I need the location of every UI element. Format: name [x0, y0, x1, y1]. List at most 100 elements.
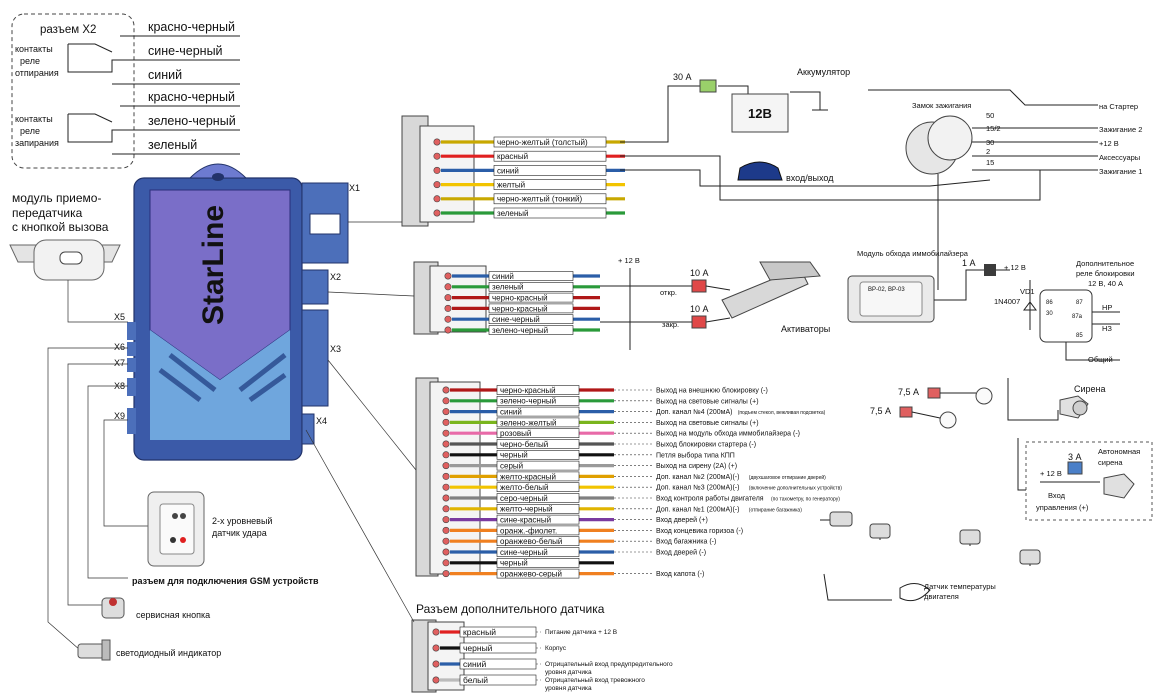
service-button-label: сервисная кнопка [136, 610, 210, 620]
x3-wire-label-8: серый [500, 461, 523, 470]
x1-wire-label-2: красный [497, 152, 528, 161]
x2-pin-1 [444, 272, 452, 280]
transceiver-label-2: передатчика [12, 206, 83, 220]
car-label: вход/выход [786, 173, 834, 183]
x3-desc-13: Вход дверей (+) [656, 516, 708, 524]
x2-pin-4 [444, 304, 452, 312]
out-12v: +12 В [1099, 139, 1119, 148]
x3-pin-12 [442, 505, 450, 513]
ign-term-2: 2 [986, 147, 990, 156]
ign-term-15: 15 [986, 158, 994, 167]
brand-logo: StarLine [197, 205, 230, 325]
fuse-10a-open-icon [691, 279, 707, 293]
x3-wire-label-12: желто-черный [500, 505, 553, 514]
x2-box-wire-3: синий [148, 68, 182, 82]
x3-label-box-16 [496, 547, 580, 557]
x3-label-box-18 [496, 568, 580, 579]
x2-box-wire-1: красно-черный [148, 20, 235, 34]
x3-pin-18 [442, 570, 450, 578]
x3-label-box-15 [496, 536, 580, 547]
x4-wire-label-3: синий [463, 659, 486, 669]
x4-desc-3-2: уровня датчика [545, 669, 592, 676]
actuator-section: + 12 В 10 А 10 А откр. закр. Активаторы [600, 256, 830, 350]
auto-siren-1: Автономная [1098, 447, 1140, 456]
out-starter: на Стартер [1099, 102, 1138, 111]
lamp-2-icon [939, 411, 957, 429]
x3-note-10: (включение дополнительных устройств) [749, 485, 842, 492]
x1-pin-3 [433, 166, 441, 174]
transceiver-module: модуль приемо- передатчика с кнопкой выз… [9, 191, 128, 323]
x2-label-box-3 [488, 292, 574, 303]
x3-wire-label-1: черно-красный [500, 386, 556, 395]
x1-pin-2 [433, 152, 441, 160]
led-indicator-icon [77, 639, 111, 661]
temp-sensor-2: двигателя [924, 592, 959, 601]
x4-wire-label-4: белый [463, 675, 488, 685]
x3-pin-9 [442, 472, 450, 480]
x3-label-box-5 [496, 428, 580, 439]
x2-wire-label-4: черно-красный [492, 304, 548, 313]
x3-desc-11: Вход контроля работы двигателя [656, 495, 764, 503]
ignition-title: Замок зажигания [912, 101, 971, 110]
x3-wire-label-17: черный [500, 559, 528, 568]
x3-pin-10 [442, 483, 450, 491]
x1-wire-label-3: синий [497, 166, 519, 175]
x3-desc-15: Вход багажника (-) [656, 538, 716, 546]
shock-sensor-label-1: 2-х уровневый [212, 516, 272, 526]
x3-label-box-7 [496, 449, 580, 460]
x2-box-wire-6: зеленый [148, 138, 197, 152]
fuse-10a-close-icon [691, 315, 707, 329]
x3-pin-4 [442, 418, 450, 426]
siren-label: Сирена [1074, 384, 1106, 394]
x1-label-box-2 [493, 150, 607, 162]
actuators-label: Активаторы [781, 324, 830, 334]
x1-wire-5: черно-желтый (тонкий) [433, 193, 625, 205]
x3-desc-3: Доп. канал №4 (200мА) [656, 409, 732, 416]
relay-title-1: Дополнительное [1076, 259, 1134, 268]
call-button-icon [59, 251, 83, 265]
x3-desc-6: Выход блокировки стартера (-) [656, 441, 756, 449]
out-ign1: Зажигание 1 [1099, 167, 1142, 176]
diode-type: 1N4007 [994, 297, 1020, 306]
x3-wire-label-14: оранж.-фиолет. [500, 526, 557, 535]
x2-wire-3: черно-красный [444, 292, 600, 303]
x1-wire-2: красный [433, 150, 625, 162]
port-x7-label: X7 [114, 358, 125, 368]
x3-wire-label-4: зелено-желтый [500, 418, 557, 427]
x3-label-box-14 [496, 525, 580, 536]
x3-wire-label-7: черный [500, 451, 528, 460]
auto-siren-2: сирена [1098, 458, 1123, 467]
relay-pin-87a: 87a [1072, 314, 1083, 320]
ign-term-50: 50 [986, 111, 994, 120]
control-input-2: управления (+) [1036, 503, 1089, 512]
x3-note-11: (по тахометру, по генератору) [771, 497, 840, 503]
fuse-10a-2: 10 А [690, 304, 709, 314]
x3-desc-12: Доп. канал №1 (200мА)(-) [656, 506, 739, 513]
x3-wire-label-9: желто-красный [500, 472, 556, 481]
x4-pin-3 [432, 660, 440, 668]
relay-pin-30: 30 [1046, 311, 1053, 317]
bypass-models: BP-02, BP-03 [868, 287, 905, 293]
port-x3-label: X3 [330, 344, 341, 354]
x1-wire-list: черно-желтый (толстый)красныйсинийжелтый… [433, 136, 625, 219]
fuse-75a-2: 7,5 А [870, 406, 891, 416]
x1-wire-label-4: желтый [497, 180, 525, 189]
x2-wire-label-1: синий [492, 272, 514, 281]
trunk-switch-icon [959, 529, 981, 545]
x2-relay-box: разъем X2 контакты реле отпирания контак… [11, 13, 240, 169]
x2-wire-6: зелено-черный [444, 325, 600, 335]
x3-pin-7 [442, 451, 450, 459]
fuse-75-1-icon [927, 387, 941, 399]
x1-label-box-5 [493, 193, 607, 205]
x3-connector [327, 359, 481, 577]
unlock-label-2: реле [20, 56, 40, 66]
ign-term-30: 30 [986, 138, 994, 147]
x1-label-box-4 [493, 179, 607, 190]
